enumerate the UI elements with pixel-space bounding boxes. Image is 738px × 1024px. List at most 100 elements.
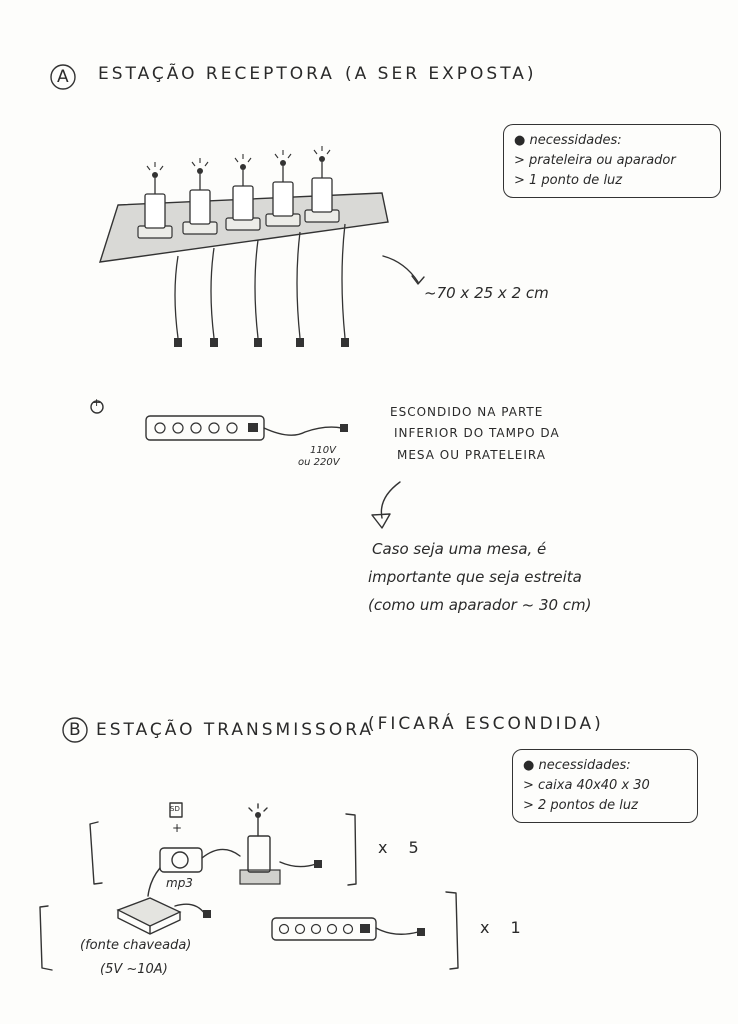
psu-label-1: (fonte chaveada) [80, 938, 192, 953]
receiver-body [232, 185, 254, 221]
socket [326, 923, 338, 935]
cables-group [174, 223, 349, 347]
psu-box [116, 897, 182, 927]
strip-b-cord [375, 927, 419, 935]
table-note-2: importante que seja estreita [368, 568, 582, 586]
table-note-1: Caso seja uma mesa, é [372, 540, 547, 558]
needs-b-header: ● necessidades: [523, 758, 631, 773]
transmitter-base [239, 869, 281, 885]
section-a-title: ESTAÇÃO RECEPTORA [98, 64, 335, 84]
power-strip-a [145, 415, 265, 441]
transmitter-cord [279, 861, 317, 868]
socket [208, 422, 220, 434]
cable-plug [174, 338, 182, 347]
hidden-note-1: ESCONDIDO NA PARTE [390, 405, 544, 419]
power-strip-b [271, 917, 377, 941]
socket [278, 923, 290, 935]
receiver-body [272, 181, 294, 217]
receiver-light [197, 168, 203, 174]
plus-sign-b: + [172, 821, 183, 835]
table-note-3: (como um aparador ~ 30 cm) [368, 596, 592, 614]
dimension-arrow-head [411, 275, 425, 285]
strip-a-sockets [154, 422, 258, 434]
transmitter-plug [314, 860, 322, 868]
bracket-left-1 [89, 821, 103, 885]
receiver-rays [234, 154, 252, 163]
cable-plug [210, 338, 218, 347]
marker-b: B [69, 720, 84, 740]
marker-circle-b [62, 717, 88, 743]
needs-b-item-1: > caixa 40x40 x 30 [523, 778, 650, 793]
strip-b-plug [417, 928, 425, 936]
receiver-light [152, 172, 158, 178]
needs-box-b: ● necessidades: > caixa 40x40 x 30 > 2 p… [512, 749, 698, 823]
strip-a-plug [340, 424, 348, 432]
cable [174, 255, 179, 339]
strip-b-sockets [278, 923, 370, 935]
voltage-label-2: ou 220V [298, 457, 340, 468]
bracket-right-1 [345, 813, 357, 886]
mp3-label: mp3 [166, 876, 193, 890]
multiplier-1: x 1 [480, 918, 529, 937]
receiver-body [189, 189, 211, 225]
receiver-light [240, 164, 246, 170]
psu-label-2: (5V ~10A) [100, 962, 168, 977]
cable [254, 239, 259, 339]
bracket-left-2 [39, 905, 53, 971]
psu-plug [203, 910, 211, 918]
cable-plug [341, 338, 349, 347]
plus-circle-a [90, 400, 104, 414]
cable [341, 223, 346, 339]
bracket-right-2 [445, 891, 459, 970]
socket [310, 923, 322, 935]
hidden-note-3: MESA OU PRATELEIRA [397, 448, 546, 462]
mp3-power-cord [147, 867, 161, 897]
mp3-play-icon [171, 851, 189, 869]
receiver-group [137, 146, 340, 239]
sd-card-icon [169, 802, 183, 818]
transmitter-light [255, 812, 261, 818]
needs-a-header: ● necessidades: [514, 133, 622, 148]
voltage-label-1: 110V [310, 445, 336, 456]
needs-b-item-2: > 2 pontos de luz [523, 798, 638, 813]
transmitter-rays [248, 803, 268, 812]
section-b-title: ESTAÇÃO TRANSMISSORA [96, 720, 374, 740]
marker-circle-a [50, 64, 76, 90]
strip-a-cord [263, 426, 343, 436]
receiver-rays [191, 158, 209, 167]
receiver-light [280, 160, 286, 166]
socket [190, 422, 202, 434]
section-a-subtitle: (A SER EXPOSTA) [345, 64, 537, 84]
cable [296, 231, 301, 339]
transmitter-body [247, 835, 271, 873]
marker-a: A [57, 67, 72, 87]
socket [342, 923, 354, 935]
needs-box-a: ● necessidades: > prateleira ou aparador… [503, 124, 721, 198]
socket [154, 422, 166, 434]
dimension-arrow [382, 255, 419, 283]
switch [248, 423, 258, 432]
hidden-note-2: INFERIOR DO TAMPO DA [394, 426, 560, 440]
receiver-body [311, 177, 333, 213]
receiver-rays [313, 146, 331, 155]
plus-sign-a: + [92, 396, 102, 409]
section-b-subtitle: (FICARÁ ESCONDIDA) [368, 714, 604, 734]
receiver-body [144, 193, 166, 229]
switch [360, 924, 370, 933]
note-arrow-head [371, 513, 391, 529]
multiplier-5: x 5 [378, 838, 427, 857]
receiver-light [319, 156, 325, 162]
sd-label: SD [170, 805, 180, 813]
cable-plug [254, 338, 262, 347]
dimension-label: ~70 x 25 x 2 cm [424, 284, 549, 302]
socket [172, 422, 184, 434]
cable-plug [296, 338, 304, 347]
socket [226, 422, 238, 434]
cable [210, 247, 215, 339]
needs-a-item-2: > 1 ponto de luz [514, 173, 623, 188]
note-arrow [380, 481, 401, 519]
receiver-rays [274, 150, 292, 159]
psu-box-side [117, 909, 181, 935]
mp3-cord [201, 848, 241, 859]
